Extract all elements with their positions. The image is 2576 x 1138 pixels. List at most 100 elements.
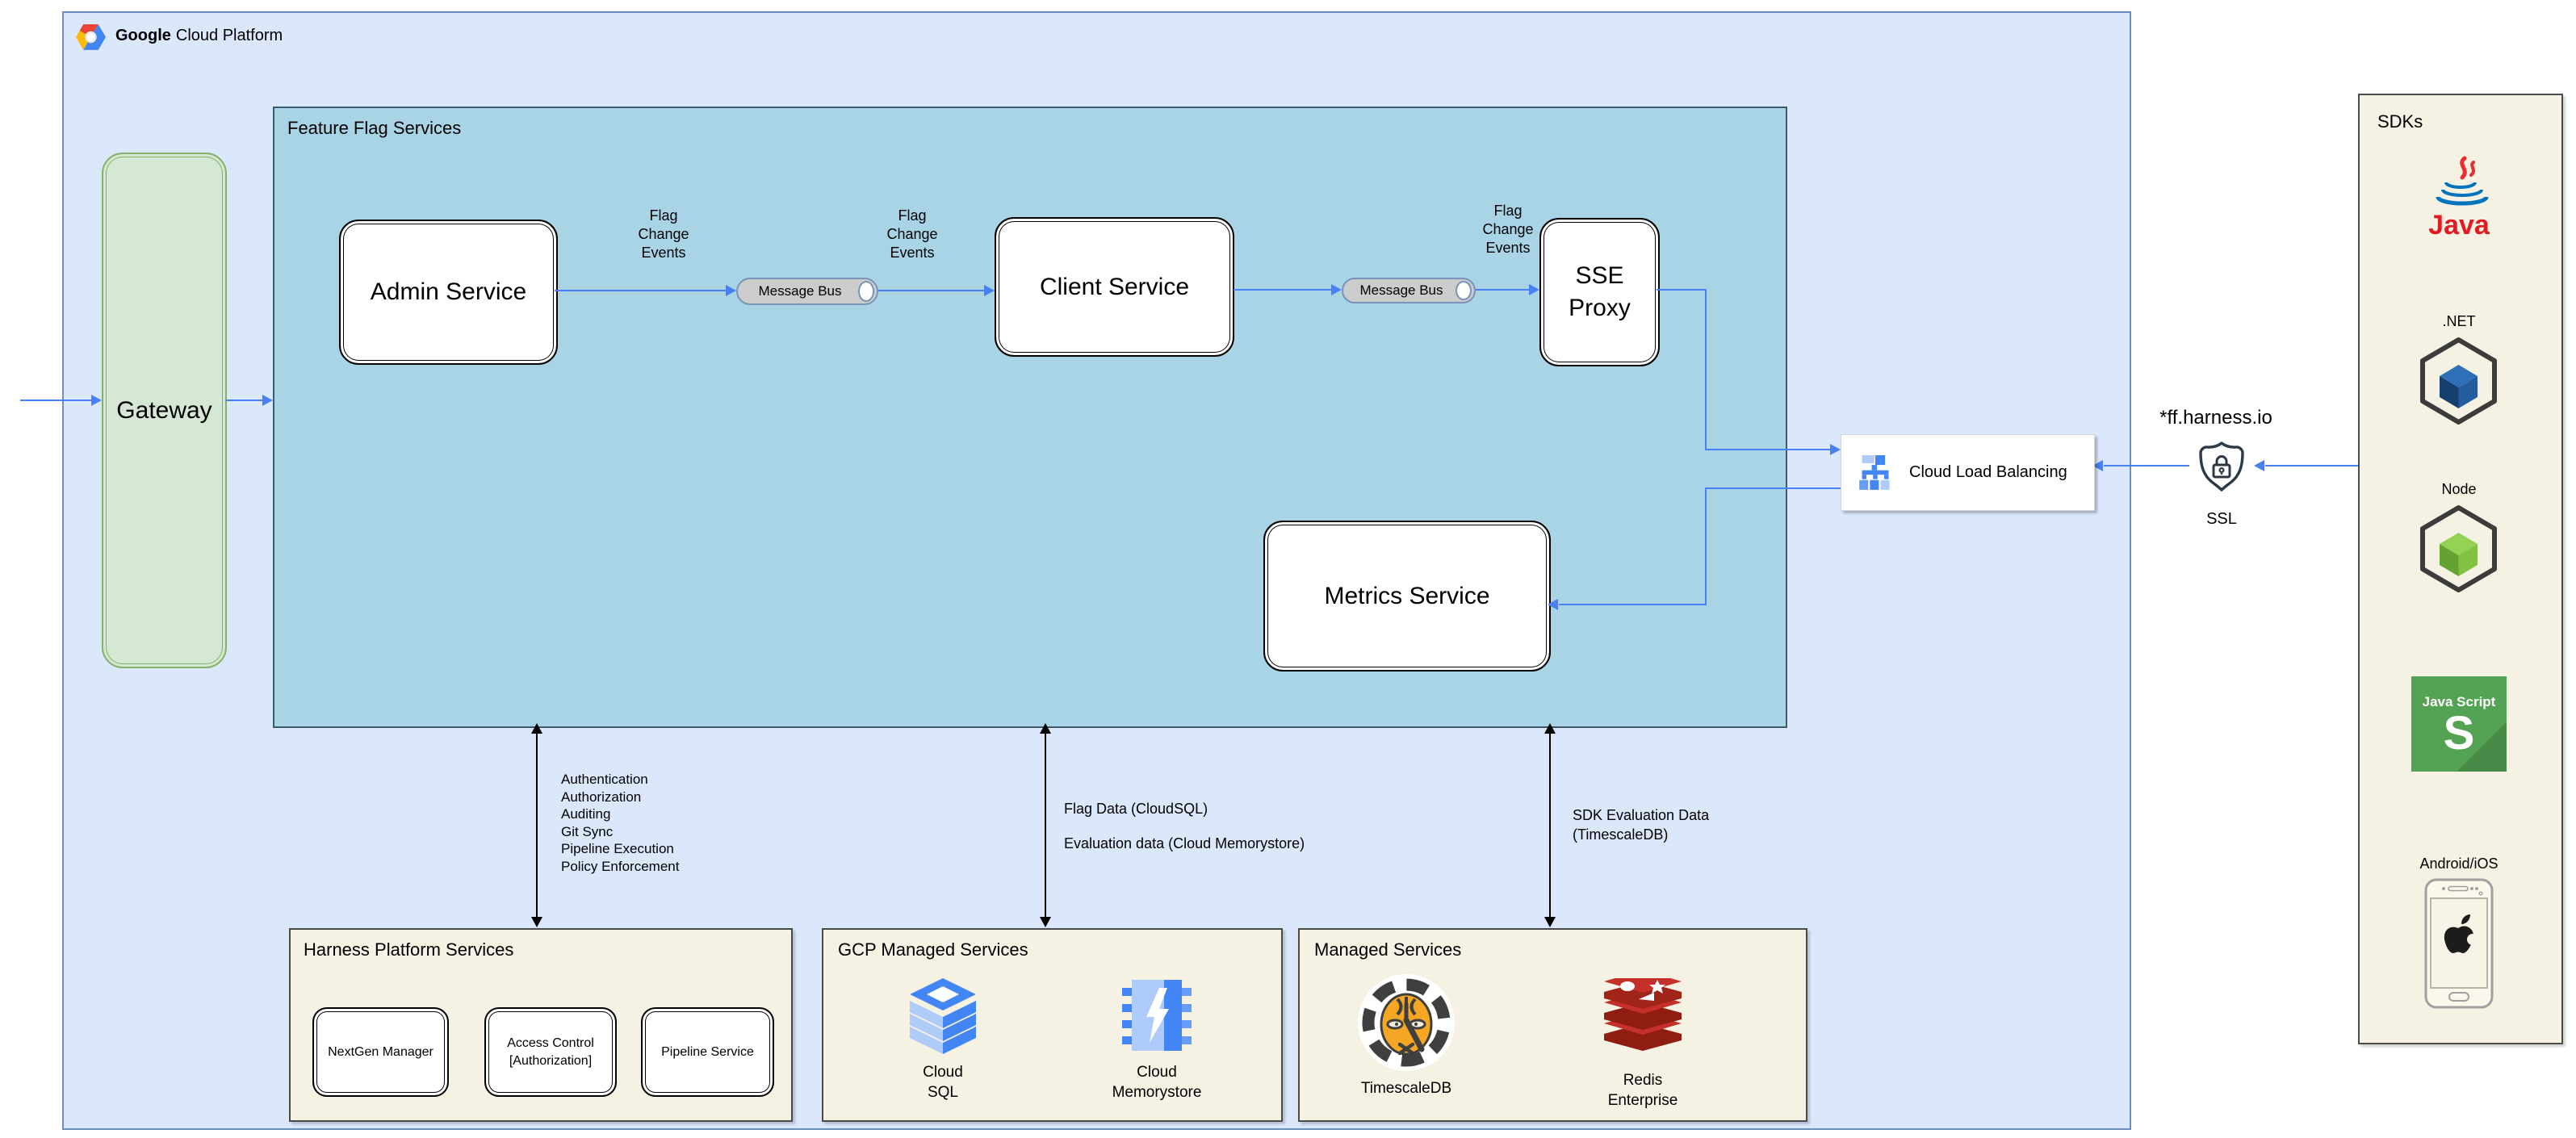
nextgen-manager-node: NextGen Manager bbox=[312, 1007, 449, 1097]
timescaledb-label: TimescaleDB bbox=[1360, 1080, 1452, 1097]
javascript-tile-title: Java Script bbox=[2422, 694, 2496, 709]
redis-icon bbox=[1604, 978, 1682, 1051]
flag-change-events-label-3: Flag Change Events bbox=[1482, 203, 1534, 256]
flag-change-events-label-2: Flag Change Events bbox=[886, 207, 938, 261]
sse-proxy-node: SSE Proxy bbox=[1539, 218, 1660, 366]
cloud-sql-label: Cloud SQL bbox=[923, 1064, 963, 1101]
arrowhead bbox=[1830, 444, 1841, 455]
managed-services-title: Managed Services bbox=[1314, 939, 1462, 960]
metrics-service-node: Metrics Service bbox=[1263, 521, 1551, 672]
brand-bold: Google bbox=[115, 27, 171, 44]
load-balancer-icon bbox=[1859, 454, 1890, 490]
admin-service-label: Admin Service bbox=[370, 278, 527, 305]
arrow-sdks-to-ssl bbox=[2265, 465, 2358, 466]
flag-change-events-label-1: Flag Change Events bbox=[638, 207, 689, 261]
link-ff-gcpmanaged bbox=[1045, 731, 1046, 920]
list-item: Authentication bbox=[561, 772, 648, 787]
gcp-managed-panel bbox=[822, 928, 1283, 1122]
arrowhead bbox=[262, 395, 273, 406]
cloud-memorystore-icon bbox=[1122, 980, 1192, 1051]
ssl-shield-icon bbox=[2199, 441, 2244, 492]
arrowhead bbox=[1040, 917, 1051, 927]
arrowhead bbox=[726, 285, 736, 296]
cloud-load-balancing-card: Cloud Load Balancing bbox=[1841, 434, 2095, 511]
message-bus-2-label: Message Bus bbox=[1359, 282, 1443, 298]
message-bus-2: Message Bus bbox=[1342, 278, 1476, 303]
link-ff-harness bbox=[536, 731, 538, 920]
list-item: Auditing bbox=[561, 806, 611, 822]
nextgen-manager-label: NextGen Manager bbox=[328, 1044, 434, 1059]
mobile-label: Android/iOS bbox=[2419, 856, 2499, 872]
harness-domain-label: *ff.harness.io bbox=[2159, 407, 2272, 429]
arrow-gateway-to-ff bbox=[225, 400, 262, 401]
gateway-label: Gateway bbox=[116, 396, 212, 424]
arrowhead bbox=[1529, 284, 1539, 295]
arrow-admin-to-bus1 bbox=[555, 290, 726, 291]
arrowhead bbox=[984, 285, 995, 296]
arrow-bus2-to-sse bbox=[1476, 289, 1529, 291]
arrow-sse-to-clb bbox=[1705, 289, 1707, 450]
redis-enterprise-label: Redis Enterprise bbox=[1607, 1072, 1678, 1109]
arrow-sse-to-clb bbox=[1705, 449, 1830, 450]
arrowhead bbox=[1040, 723, 1051, 734]
feature-flag-container bbox=[273, 107, 1787, 728]
pipeline-service-label: Pipeline Service bbox=[661, 1044, 754, 1059]
sdk-evaluation-data-label: SDK Evaluation Data (TimescaleDB) bbox=[1573, 807, 1710, 843]
admin-service-node: Admin Service bbox=[339, 220, 558, 365]
list-item: Authorization bbox=[561, 789, 642, 805]
gcp-managed-title: GCP Managed Services bbox=[838, 939, 1028, 960]
arrowhead bbox=[531, 917, 542, 927]
harness-platform-title: Harness Platform Services bbox=[304, 939, 514, 960]
smartphone-icon bbox=[2424, 878, 2494, 1009]
cylinder-cap bbox=[858, 281, 874, 302]
google-cloud-logo-icon bbox=[76, 24, 106, 50]
client-service-label: Client Service bbox=[1039, 273, 1190, 300]
link-ff-managed bbox=[1549, 731, 1551, 920]
node-label: Node bbox=[2441, 481, 2477, 497]
list-item: Pipeline Execution bbox=[561, 841, 674, 856]
platform-capabilities-list: Authentication Authorization Auditing Gi… bbox=[561, 771, 679, 875]
arrow-inbound-to-gateway bbox=[20, 400, 92, 401]
pipeline-service-node: Pipeline Service bbox=[641, 1007, 774, 1097]
arrow-clb-to-metrics bbox=[1707, 487, 1841, 489]
list-item: Git Sync bbox=[561, 823, 614, 839]
arrow-sse-to-clb bbox=[1657, 289, 1707, 291]
arrow-clb-to-metrics bbox=[1559, 604, 1705, 605]
clb-label: Cloud Load Balancing bbox=[1909, 463, 2067, 481]
javascript-tile-s: S bbox=[2443, 707, 2475, 759]
sse-proxy-label: SSE Proxy bbox=[1569, 262, 1631, 321]
access-control-label: Access Control [Authorization] bbox=[507, 1035, 594, 1068]
list-item: Policy Enforcement bbox=[561, 858, 680, 874]
metrics-service-label: Metrics Service bbox=[1324, 582, 1490, 609]
arrow-clb-to-metrics bbox=[1705, 487, 1707, 605]
timescaledb-icon bbox=[1358, 974, 1455, 1071]
gateway-node: Gateway bbox=[102, 153, 227, 668]
cloud-sql-icon bbox=[910, 978, 976, 1054]
feature-flag-title: Feature Flag Services bbox=[287, 118, 462, 138]
sdks-title: SDKs bbox=[2377, 111, 2423, 132]
javascript-tile-icon: Java Script S bbox=[2411, 676, 2507, 772]
arrow-ssl-to-clb bbox=[2104, 465, 2189, 466]
java-icon: Java bbox=[2428, 156, 2490, 241]
arrowhead bbox=[2092, 460, 2103, 471]
arrowhead bbox=[1544, 723, 1556, 734]
evaluation-data-label: Evaluation data (Cloud Memorystore) bbox=[1064, 835, 1305, 851]
arrow-bus1-to-client bbox=[878, 290, 984, 291]
dotnet-cube-icon bbox=[2420, 337, 2497, 425]
arrowhead bbox=[1331, 284, 1342, 295]
arrow-client-to-bus2 bbox=[1234, 289, 1331, 291]
ssl-label: SSL bbox=[2206, 510, 2237, 528]
arrowhead bbox=[1544, 917, 1556, 927]
arrowhead bbox=[1548, 599, 1558, 610]
cylinder-cap bbox=[1456, 281, 1472, 300]
access-control-node: Access Control [Authorization] bbox=[484, 1007, 617, 1097]
java-label: Java bbox=[2428, 210, 2490, 241]
node-cube-icon bbox=[2420, 505, 2497, 592]
message-bus-1: Message Bus bbox=[736, 278, 878, 305]
cloud-memorystore-label: Cloud Memorystore bbox=[1112, 1064, 1202, 1101]
message-bus-1-label: Message Bus bbox=[758, 283, 842, 299]
arrowhead bbox=[2254, 460, 2264, 471]
client-service-node: Client Service bbox=[995, 217, 1234, 357]
flag-data-label: Flag Data (CloudSQL) bbox=[1064, 801, 1208, 817]
